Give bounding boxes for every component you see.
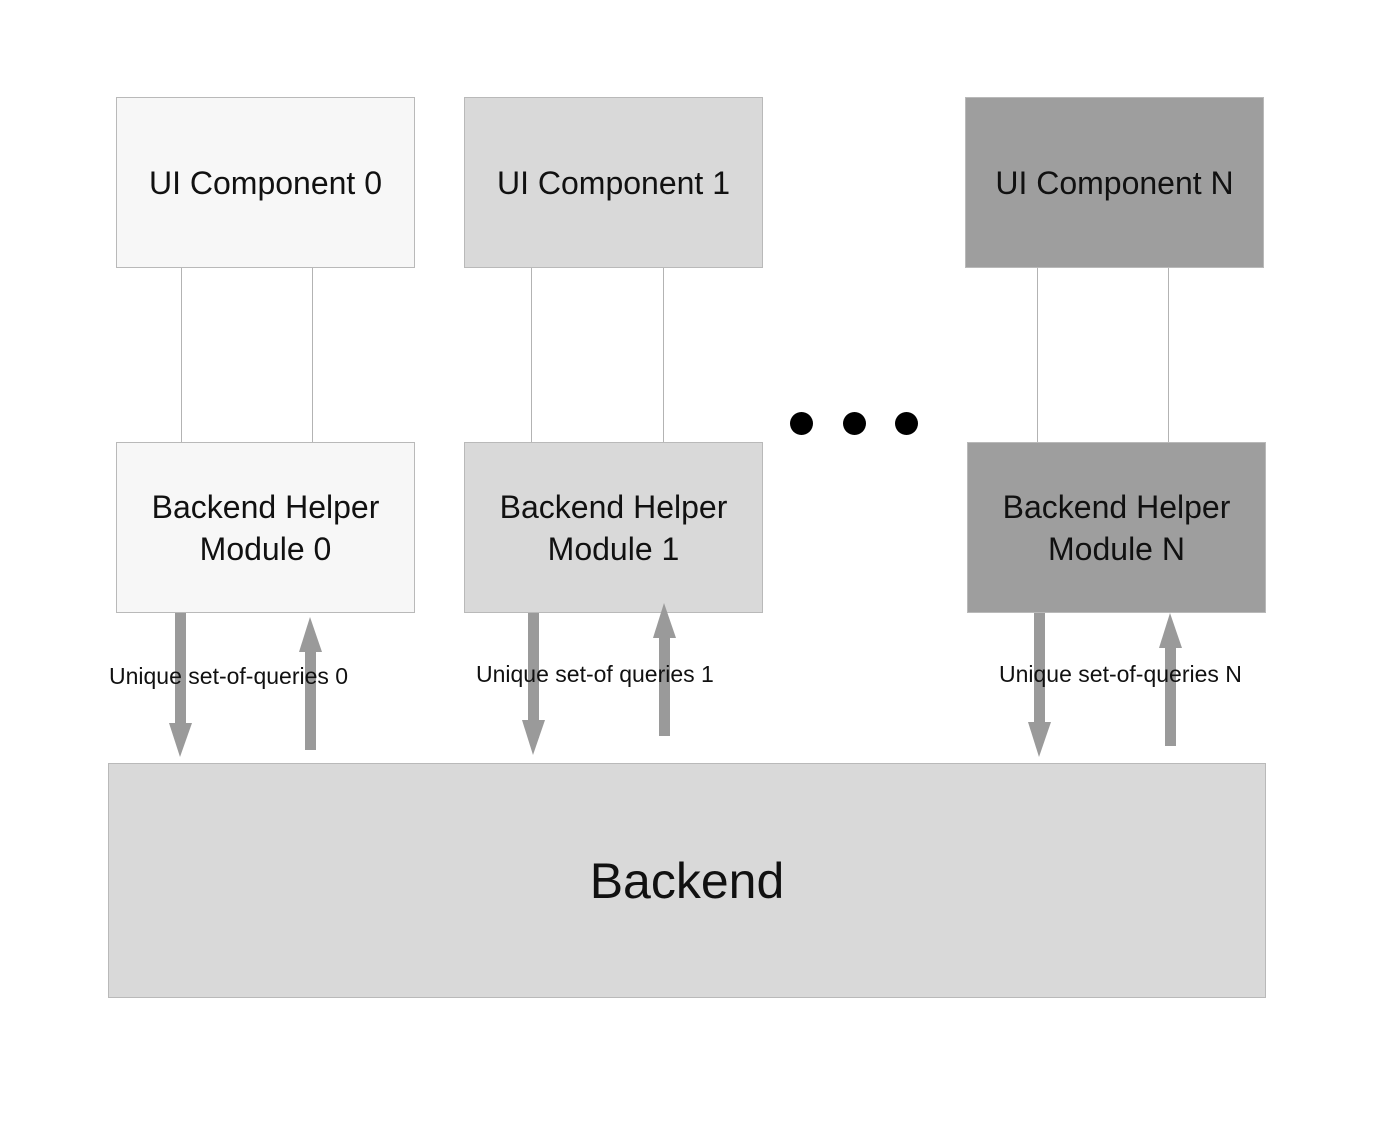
helper-module-1-box: Backend Helper Module 1: [464, 442, 763, 613]
helper-module-1-label: Backend Helper Module 1: [499, 488, 728, 567]
query-label-n: Unique set-of-queries N: [999, 661, 1242, 687]
up-arrow-0: [299, 617, 322, 750]
ui-component-1-box: UI Component 1: [464, 97, 763, 268]
ellipsis-dot: [843, 412, 866, 435]
ui-component-n-label: UI Component N: [995, 164, 1234, 201]
ellipsis-dot: [790, 412, 813, 435]
up-arrow-n: [1159, 613, 1182, 746]
helper-module-0-label: Backend Helper Module 0: [151, 488, 380, 567]
down-arrow-1: [522, 613, 545, 755]
connector-ui-0-left: [181, 268, 182, 442]
backend-box: Backend: [108, 763, 1266, 998]
connector-ui-n-right: [1168, 268, 1169, 442]
ui-component-0-box: UI Component 0: [116, 97, 415, 268]
backend-label: Backend: [589, 852, 785, 909]
helper-module-n-label: Backend Helper Module N: [1002, 488, 1231, 567]
ui-component-n-box: UI Component N: [965, 97, 1264, 268]
down-arrow-0: [169, 613, 192, 757]
connector-ui-n-left: [1037, 268, 1038, 442]
ellipsis-dot: [895, 412, 918, 435]
connector-ui-1-left: [531, 268, 532, 442]
up-arrow-1: [653, 603, 676, 736]
connector-ui-1-right: [663, 268, 664, 442]
connector-ui-0-right: [312, 268, 313, 442]
query-label-1: Unique set-of queries 1: [476, 661, 714, 687]
helper-module-n-box: Backend Helper Module N: [967, 442, 1266, 613]
ui-component-1-label: UI Component 1: [496, 164, 730, 201]
ui-component-0-label: UI Component 0: [148, 164, 382, 201]
query-label-0: Unique set-of-queries 0: [109, 663, 349, 689]
helper-module-0-box: Backend Helper Module 0: [116, 442, 415, 613]
down-arrow-n: [1028, 613, 1051, 757]
